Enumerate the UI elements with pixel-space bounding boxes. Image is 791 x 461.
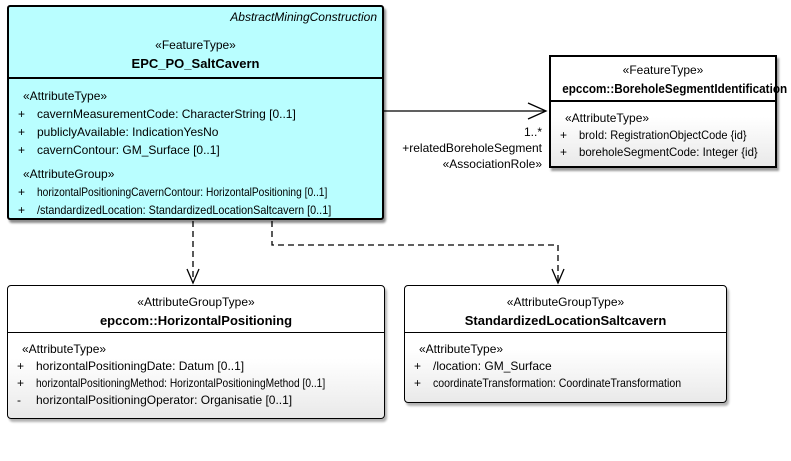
attribute-row: +cavernContour: GM_Surface [0..1] [18,143,220,157]
stereotype-label: «AttributeGroupType» [506,295,625,309]
class-box-horizontal-positioning[interactable]: «AttributeGroupType» epccom::HorizontalP… [7,285,385,419]
stereotype-label: «FeatureType» [155,38,236,52]
class-name: StandardizedLocationSaltcavern [464,313,667,328]
dependency-line-standardized-location[interactable] [271,221,559,281]
attribute-group-label: «AttributeType» [419,342,504,356]
stereotype-label: «FeatureType» [622,63,704,77]
attribute-row: +broId: RegistrationObjectCode {id} [560,128,747,142]
class-box-borehole-segment-identification[interactable]: «FeatureType» epccom::BoreholeSegmentIde… [549,55,788,168]
dependency-arrowhead-icon-right [551,268,565,285]
attributes-compartment: «AttributeType» +broId: RegistrationObje… [551,102,775,161]
attribute-group-label: «AttributeType» [22,342,107,356]
association-stereotype: «AssociationRole» [442,157,542,171]
attribute-row: +horizontalPositioningDate: Datum [0..1] [17,359,245,373]
attributes-compartment: «AttributeType» +horizontalPositioningDa… [8,333,384,409]
attribute-group-label: «AttributeType» [23,89,108,103]
class-name: epccom::BoreholeSegmentIdentification [562,81,788,96]
class-name: epccom::HorizontalPositioning [99,313,293,328]
class-box-epc-po-saltcavern[interactable]: AbstractMiningConstruction «FeatureType»… [7,5,384,220]
attribute-row: +boreholeSegmentCode: Integer {id} [560,145,758,159]
attribute-row: +horizontalPositioningMethod: Horizontal… [17,376,326,390]
class-header: «AttributeGroupType» StandardizedLocatio… [405,286,726,333]
class-header: «AttributeGroupType» epccom::HorizontalP… [8,286,384,333]
attribute-row: +horizontalPositioningCavernContour: Hor… [18,185,328,199]
attribute-row: +publiclyAvailable: IndicationYesNo [18,125,219,139]
attribute-row: +cavernMeasurementCode: CharacterString … [18,107,296,121]
stereotype-label: «AttributeGroupType» [137,295,255,309]
attributes-compartment: «AttributeType» +/location: GM_Surface +… [405,333,726,392]
attributes-compartment: «AttributeType» +cavernMeasurementCode: … [9,79,382,219]
class-header: AbstractMiningConstruction «FeatureType»… [9,7,382,79]
attribute-row: +coordinateTransformation: CoordinateTra… [414,376,682,390]
association-multiplicity: 1..* [523,125,542,139]
dependency-arrowhead-icon-left [186,268,200,285]
attribute-row: +/location: GM_Surface [414,359,552,373]
class-header: «FeatureType» epccom::BoreholeSegmentIde… [551,57,788,102]
association-open-arrowhead-icon [527,102,548,120]
attribute-group-label: «AttributeType» [565,111,650,125]
attribute-row: +/standardizedLocation: StandardizedLoca… [18,203,332,217]
parent-class-label: AbstractMiningConstruction [230,10,377,24]
association-role-name: +relatedBoreholeSegment [402,141,542,155]
association-labels: 1..* +relatedBoreholeSegment «Associatio… [240,124,542,172]
class-box-standardized-location-saltcavern[interactable]: «AttributeGroupType» StandardizedLocatio… [404,285,727,403]
attribute-group-label: «AttributeGroup» [23,167,115,181]
class-name: EPC_PO_SaltCavern [131,56,260,71]
attribute-row: -horizontalPositioningOperator: Organisa… [17,393,293,407]
